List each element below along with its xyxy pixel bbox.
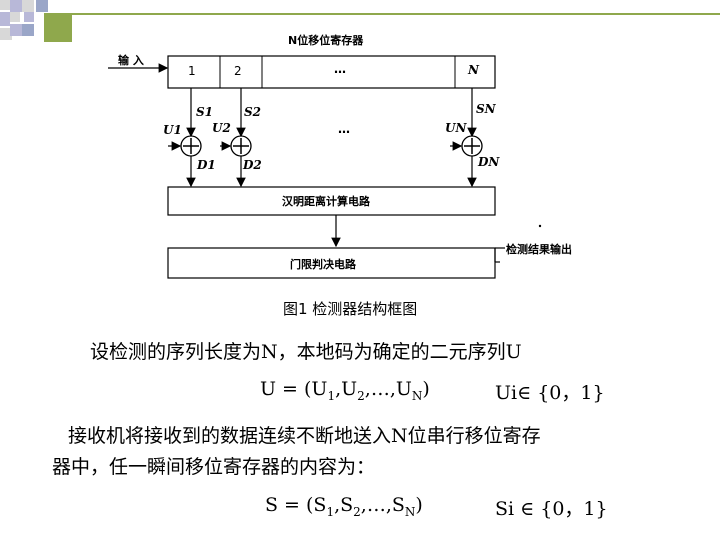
hamming-box-label: 汉明距离计算电路 [282, 195, 370, 208]
d2-label: D2 [243, 158, 262, 172]
threshold-box-label: 门限判决电路 [290, 258, 356, 271]
switch-s2: S2 [244, 105, 262, 119]
threshold-decision-box [167, 247, 496, 279]
text-line-3b: 器中，任一瞬间移位寄存器的内容为： [52, 456, 376, 478]
cell-1: 1 [188, 64, 196, 78]
cell-ellipsis: … [334, 62, 346, 76]
un-label: UN [445, 121, 467, 135]
hamming-distance-box [167, 186, 496, 216]
equation-s: S = (S1,S2,…,SN) [265, 494, 423, 519]
text-line-3a: 接收机将接收到的数据连续不断地送入N位串行移位寄存 [68, 425, 541, 447]
equation-u: U = (U1,U2,…,UN) [260, 378, 430, 403]
cell-2: 2 [234, 64, 242, 78]
equation-u-set: Ui∈ {0，1} [495, 382, 605, 404]
d1-label: D1 [197, 158, 216, 172]
input-label: 输 入 [118, 54, 144, 67]
shift-register [167, 55, 496, 89]
xor-adder-1 [180, 135, 202, 157]
cell-n: N [468, 63, 479, 77]
text-line-1: 设检测的序列长度为N，本地码为确定的二元序列U [90, 341, 522, 363]
middle-ellipsis: … [338, 122, 350, 136]
output-label: 检测结果输出 [506, 243, 572, 256]
equation-s-set: Si ∈ {0，1} [495, 498, 608, 520]
dn-label: DN [478, 155, 500, 169]
detector-block-diagram [108, 55, 542, 279]
switch-sn: SN [476, 102, 496, 116]
slide-corner-decoration [0, 0, 720, 42]
u2-label: U2 [212, 121, 231, 135]
figure-caption: 图1 检测器结构框图 [283, 300, 418, 318]
xor-adder-2 [230, 135, 252, 157]
u1-label: U1 [163, 123, 182, 137]
xor-adder-n [461, 135, 483, 157]
switch-s1: S1 [196, 105, 214, 119]
shift-register-title: N位移位寄存器 [288, 34, 364, 47]
